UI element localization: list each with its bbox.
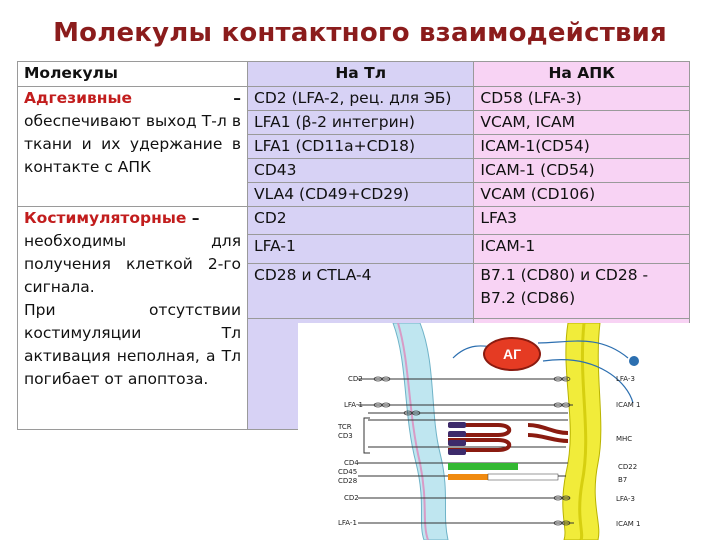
table-row: LFA1 (β-2 интегрин) VCAM, ICAM: [18, 110, 690, 135]
tl-cell: CD28 и CTLA-4: [247, 262, 475, 320]
diagram-label: LFA-3: [616, 375, 635, 383]
diagram-label: ICAM 1: [616, 520, 641, 528]
adhesive-dash: –: [233, 89, 242, 107]
apk-cell: ICAM-1 (CD54): [473, 158, 690, 183]
tl-cell: CD43: [247, 158, 475, 183]
antigen-label: АГ: [483, 337, 541, 371]
diagram-label: CD2: [344, 494, 359, 502]
apk-cell: B7.1 (CD80) и CD28 - B7.2 (CD86): [473, 262, 690, 320]
costim-name: Костимуляторные: [24, 209, 187, 227]
apk-cell: CD58 (LFA-3): [473, 86, 690, 111]
diagram-label: TCR: [338, 423, 352, 431]
adhesive-name: Адгезивные: [24, 89, 133, 107]
diagram-label: CD4: [344, 459, 359, 467]
table-row: CD43 ICAM-1 (CD54): [18, 158, 690, 183]
header-molecules: Молекулы: [16, 61, 249, 87]
apk-cell: ICAM-1(CD54): [473, 134, 690, 159]
tl-cell: CD2 (LFA-2, рец. для ЭБ): [247, 86, 475, 111]
diagram-label: MHC: [616, 435, 633, 443]
costim-description-cell: Костимуляторные – необходимы для получен…: [16, 206, 249, 430]
diagram-label: LFA-3: [616, 495, 635, 503]
tl-cell: VLA4 (CD49+CD29): [247, 182, 475, 207]
table-row: VLA4 (CD49+CD29) VCAM (CD106): [18, 182, 690, 207]
table-row: Адгезивные – обеспечивают выход Т-л в тка…: [16, 86, 690, 207]
interaction-diagram: [358, 323, 639, 540]
costim-dash: –: [186, 209, 200, 227]
diagram-label: CD3: [338, 432, 353, 440]
page-title: Молекулы контактного взаимодействия: [53, 18, 667, 48]
costim-description: необходимы для получения клеткой 2-го си…: [24, 232, 242, 296]
table-row: Костимуляторные – необходимы для получен…: [16, 205, 690, 430]
diagram-label: LFA-1: [344, 401, 363, 409]
diagram-label: B7: [618, 476, 628, 484]
apk-cell: LFA3: [473, 205, 690, 236]
apk-cell: VCAM, ICAM: [473, 110, 690, 135]
tl-cell: LFA1 (β-2 интегрин): [247, 110, 475, 135]
diagram-label: CD45: [338, 468, 358, 476]
table-row: CD28 и CTLA-4 B7.1 (CD80) и CD28 - B7.2 …: [18, 262, 690, 320]
table-row: LFA-1 ICAM-1: [18, 234, 690, 264]
diagram-label: LFA-1: [338, 519, 357, 527]
tl-cell: LFA-1: [247, 234, 475, 264]
apk-cell: ICAM-1: [473, 234, 690, 264]
costim-description-2: При отсутствии костимуляции Тл активация…: [24, 301, 242, 388]
diagram-label: CD28: [338, 477, 358, 485]
tl-cell: CD2: [247, 205, 475, 236]
adhesive-description-cell: Адгезивные – обеспечивают выход Т-л в тка…: [16, 86, 249, 207]
apk-cell: VCAM (CD106): [473, 182, 690, 207]
header-apk: На АПК: [473, 61, 690, 87]
diagram-label: ICAM 1: [616, 401, 641, 409]
header-tl: На Тл: [247, 61, 475, 87]
interaction-figure: АГ CD2 LFA-1 TCR CD3 CD4 CD45 CD28 CD2 L…: [298, 323, 690, 540]
table-header-row: Молекулы На Тл На АПК: [16, 61, 690, 87]
diagram-label: CD22: [618, 463, 638, 471]
tl-cell: LFA1 (CD11a+CD18): [247, 134, 475, 159]
adhesive-description: обеспечивают выход Т-л в ткани и их удер…: [24, 112, 242, 176]
diagram-label: CD2: [348, 375, 363, 383]
table-row: LFA1 (CD11a+CD18) ICAM-1(CD54): [18, 134, 690, 159]
